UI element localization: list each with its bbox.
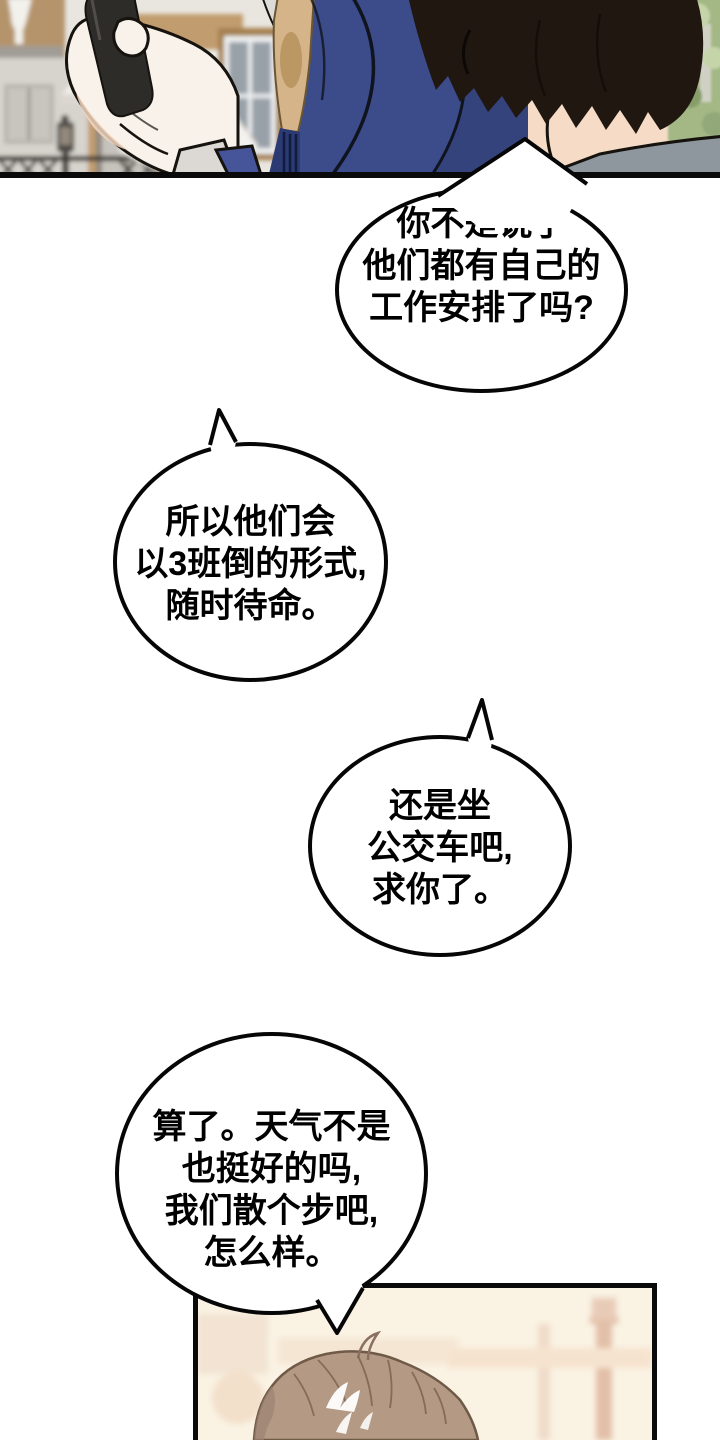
bubble-3-line-2: 公交车吧, (367, 829, 513, 867)
bubble-1-line-2: 他们都有自己的 (362, 247, 601, 285)
bubble-1-line-3: 工作安排了吗? (369, 289, 594, 327)
bubble-4-line-4: 怎么样。 (203, 1233, 340, 1272)
shirt-cuff (172, 138, 238, 172)
bubble-3-line-3: 求你了。 (371, 871, 508, 909)
bubble-4-line-2: 也挺好的吗, (181, 1149, 362, 1188)
gray-collar (547, 135, 720, 172)
speech-bubble-4-text: 算了。天气不是 也挺好的吗, 我们散个步吧, 怎么样。 (153, 1106, 391, 1274)
walk-scene-illustration (198, 1288, 652, 1440)
speech-bubble-2-text: 所以他们会 以3班倒的形式, 随时待命。 (134, 501, 366, 627)
bubble-3-line-1: 还是坐 (388, 787, 491, 825)
thumb (112, 17, 150, 58)
speech-bubble-3-text: 还是坐 公交车吧, 求你了。 (367, 785, 512, 911)
panel-walk-scene (193, 1283, 657, 1440)
dark-hair-head (408, 0, 704, 134)
bubble-4-line-3: 我们散个步吧, (164, 1191, 379, 1230)
speech-bubble-1: 你不是说了 他们都有自己的 工作安排了吗? (335, 187, 628, 393)
bubble-2-line-3: 随时待命。 (165, 587, 336, 625)
speech-bubble-2: 所以他们会 以3班倒的形式, 随时待命。 (113, 442, 388, 682)
brown-hair-head (252, 1330, 480, 1440)
bubble-2-line-2: 以3班倒的形式, (134, 545, 367, 583)
speech-bubble-1-text: 你不是说了 他们都有自己的 工作安排了吗? (363, 203, 601, 329)
panel-street-scene (0, 0, 720, 178)
railing (0, 156, 240, 161)
hair-highlight (326, 1382, 360, 1412)
bubble-4-line-1: 算了。天气不是 (152, 1107, 391, 1146)
hand-holding-phone (65, 0, 262, 172)
hair-cowlick (356, 1330, 382, 1361)
speech-bubble-4: 算了。天气不是 也挺好的吗, 我们散个步吧, 怎么样。 (115, 1032, 428, 1315)
blurred-lamp-posts (198, 1298, 652, 1440)
speech-bubble-3: 还是坐 公交车吧, 求你了。 (308, 735, 572, 957)
street-scene-illustration (0, 0, 720, 172)
sleeve (213, 144, 262, 172)
bubble-2-line-1: 所以他们会 (165, 503, 336, 541)
bubble-1-line-1: 你不是说了 (396, 205, 567, 243)
goblet-sign (8, 0, 32, 44)
